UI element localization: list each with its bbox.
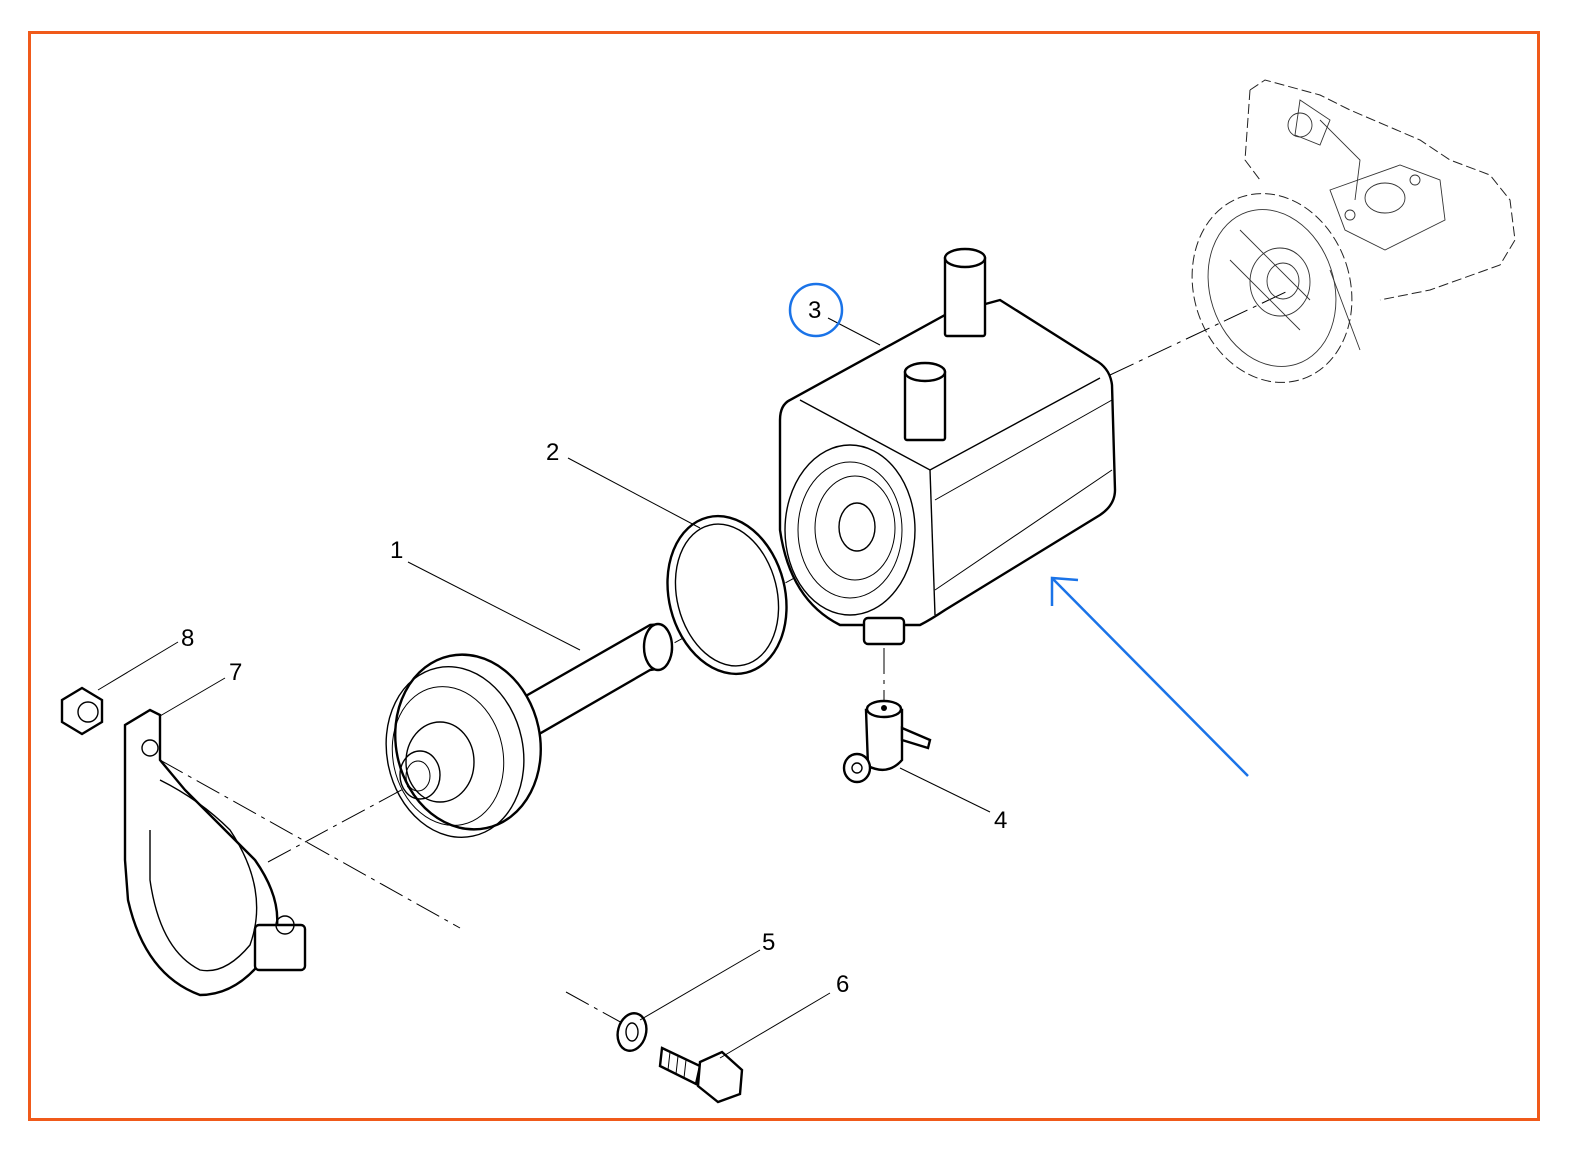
drain-valve — [842, 699, 932, 784]
hex-nut — [60, 686, 104, 736]
callout-8: 8 — [181, 625, 194, 652]
leader-lines — [97, 317, 991, 1059]
callout-5: 5 — [762, 929, 775, 956]
hose-clamp — [123, 708, 307, 997]
o-ring — [666, 514, 788, 676]
drawing-frame — [28, 31, 1540, 1121]
bolt — [658, 1046, 744, 1104]
engine-housing-ghost — [1191, 79, 1516, 383]
callout-3: 3 — [808, 297, 821, 324]
highlight-circle — [788, 282, 844, 338]
callout-1: 1 — [390, 537, 403, 564]
callout-6: 6 — [836, 971, 849, 998]
pointer-arrow — [1050, 576, 1249, 777]
cooler-body — [778, 247, 1117, 646]
callout-4: 4 — [994, 807, 1007, 834]
callout-7: 7 — [229, 659, 242, 686]
pulley-shaft — [385, 622, 674, 839]
washer — [616, 1012, 648, 1052]
callout-2: 2 — [546, 439, 559, 466]
callouts: 1 2 3 4 5 6 7 8 — [181, 297, 1007, 998]
